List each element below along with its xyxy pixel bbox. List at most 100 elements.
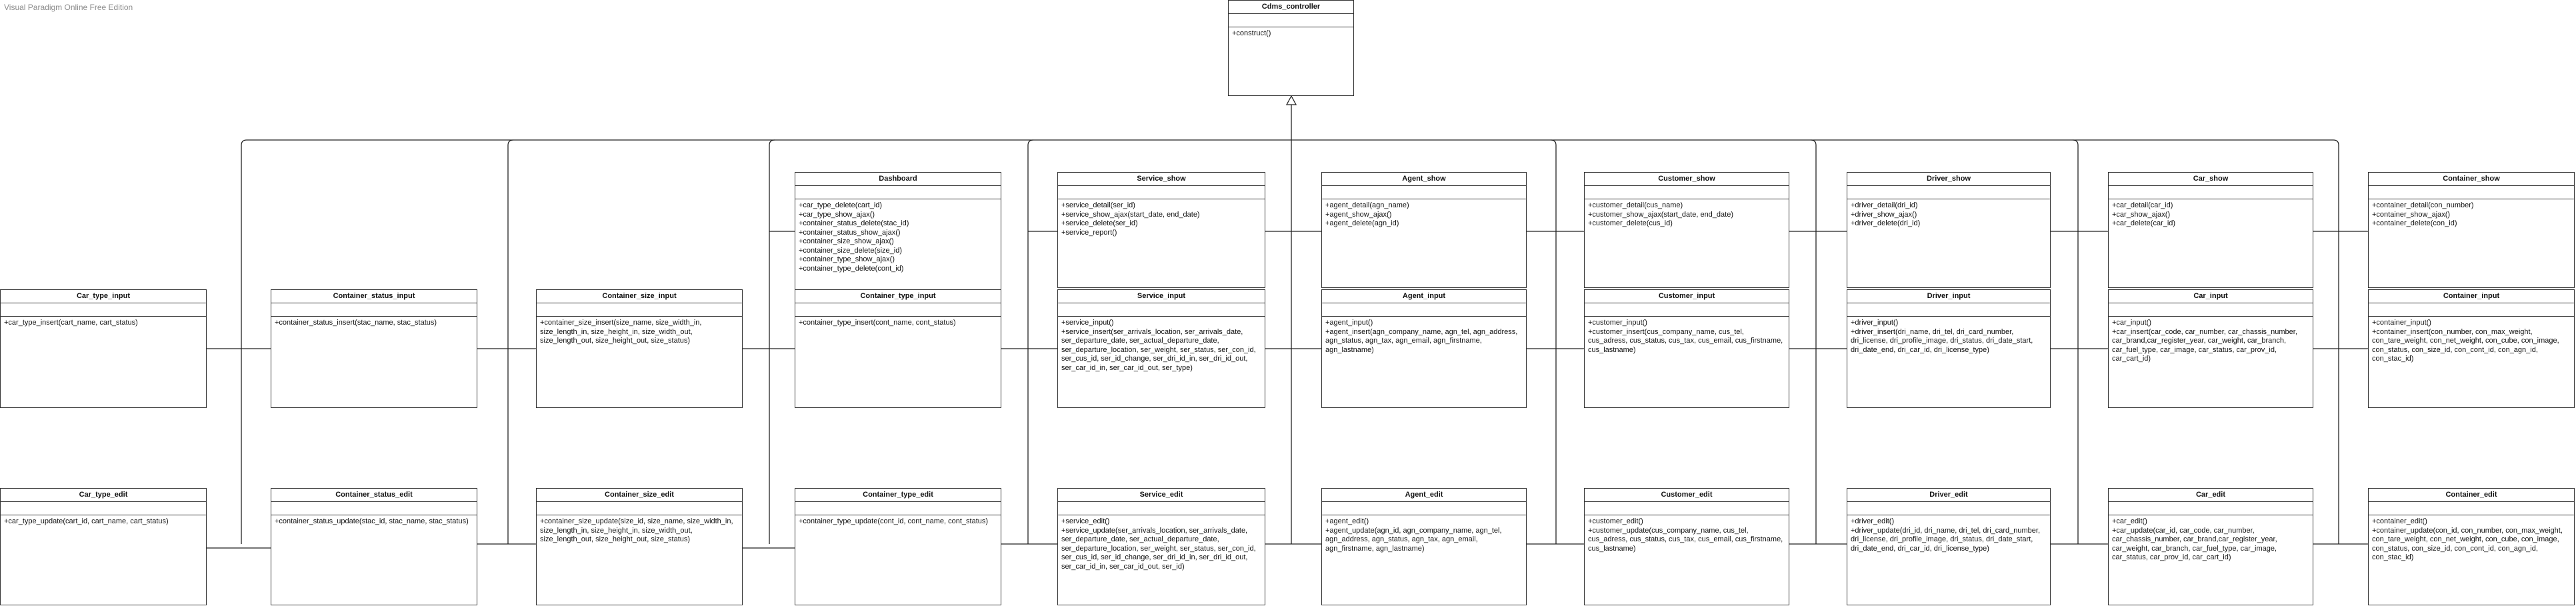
class-container-type-edit[interactable]: Container_type_edit +container_type_upda…: [795, 488, 1001, 605]
class-name: Car_type_edit: [1, 489, 206, 502]
class-operations: +car_type_insert(cart_name, cart_status): [4, 319, 138, 327]
class-attributes: [1322, 186, 1526, 199]
class-name: Container_type_input: [795, 290, 1001, 303]
class-attributes: [1322, 502, 1526, 515]
bus-9: [2333, 139, 2339, 544]
class-container-show[interactable]: Container_show +container_detail(con_num…: [2368, 172, 2575, 288]
class-attributes: [2109, 502, 2313, 515]
class-operations: +car_type_delete(cart_id) +car_type_show…: [799, 201, 909, 273]
class-container-type-input[interactable]: Container_type_input +container_type_ins…: [795, 289, 1001, 408]
class-car-edit[interactable]: Car_edit +car_edit() +car_update(car_id,…: [2108, 488, 2313, 605]
class-container-status-edit[interactable]: Container_status_edit +container_status_…: [271, 488, 477, 605]
class-operations: +service_edit() +service_update(ser_arri…: [1061, 517, 1256, 571]
class-name: Car_show: [2109, 173, 2313, 186]
class-name: Customer_edit: [1585, 489, 1789, 502]
class-operations: +agent_input() +agent_insert(agn_company…: [1325, 319, 1518, 354]
class-name: Container_type_edit: [795, 489, 1001, 502]
class-container-status-input[interactable]: Container_status_input +container_status…: [271, 289, 477, 408]
class-attributes: [1229, 14, 1353, 27]
class-operations: +container_size_update(size_id, size_nam…: [540, 517, 735, 543]
class-name: Service_edit: [1058, 489, 1265, 502]
class-name: Container_size_edit: [537, 489, 742, 502]
class-operations: +customer_edit() +customer_update(cus_co…: [1588, 517, 1783, 553]
class-operations: +container_input() +container_insert(con…: [2372, 319, 2559, 363]
generalization-arrowhead: [1285, 95, 1297, 105]
class-customer-input[interactable]: Customer_input +customer_input() +custom…: [1584, 289, 1789, 408]
class-attributes: [1058, 303, 1265, 317]
class-operations: +agent_edit() +agent_update(agn_id, agn_…: [1325, 517, 1502, 553]
class-container-edit[interactable]: Container_edit +container_edit() +contai…: [2368, 488, 2575, 605]
class-operations: +driver_input() +driver_insert(dri_name,…: [1851, 319, 2033, 354]
class-customer-show[interactable]: Customer_show +customer_detail(cus_name)…: [1584, 172, 1789, 288]
bus-8: [2072, 139, 2079, 544]
connector-lines: [207, 96, 2368, 549]
class-name: Driver_input: [1847, 290, 2050, 303]
class-attributes: [2369, 303, 2574, 317]
class-car-type-input[interactable]: Car_type_input +car_type_insert(cart_nam…: [0, 289, 207, 408]
class-attributes: [2369, 502, 2574, 515]
class-container-input[interactable]: Container_input +container_input() +cont…: [2368, 289, 2575, 408]
class-operations: +container_status_update(stac_id, stac_n…: [275, 517, 469, 525]
class-car-input[interactable]: Car_input +car_input() +car_insert(car_c…: [2108, 289, 2313, 408]
class-attributes: [2109, 186, 2313, 199]
class-agent-edit[interactable]: Agent_edit +agent_edit() +agent_update(a…: [1321, 488, 1527, 605]
class-name: Car_input: [2109, 290, 2313, 303]
class-customer-edit[interactable]: Customer_edit +customer_edit() +customer…: [1584, 488, 1789, 605]
bus-1: [241, 139, 247, 544]
class-operations: +car_edit() +car_update(car_id, car_code…: [2112, 517, 2277, 561]
class-driver-show[interactable]: Driver_show +driver_detail(dri_id) +driv…: [1847, 172, 2051, 288]
class-service-input[interactable]: Service_input +service_input() +service_…: [1057, 289, 1265, 408]
class-service-edit[interactable]: Service_edit +service_edit() +service_up…: [1057, 488, 1265, 605]
class-attributes: [1, 303, 206, 317]
class-attributes: [2109, 303, 2313, 317]
class-operations: +construct(): [1232, 29, 1271, 37]
class-operations: +container_type_update(cont_id, cont_nam…: [799, 517, 989, 525]
class-car-show[interactable]: Car_show +car_detail(car_id) +car_show_a…: [2108, 172, 2313, 288]
class-service-show[interactable]: Service_show +service_detail(ser_id) +se…: [1057, 172, 1265, 288]
class-operations: +service_input() +service_insert(ser_arr…: [1061, 319, 1256, 372]
class-name: Car_type_input: [1, 290, 206, 303]
bus-3: [769, 139, 775, 544]
class-name: Cdms_controller: [1229, 1, 1353, 14]
class-name: Container_show: [2369, 173, 2574, 186]
class-operations: +container_type_insert(cont_name, cont_s…: [799, 319, 956, 327]
class-attributes: [1847, 303, 2050, 317]
class-attributes: [537, 502, 742, 515]
class-attributes: [537, 303, 742, 317]
bus-7: [1810, 139, 1817, 544]
class-name: Service_show: [1058, 173, 1265, 186]
branch-row3: [207, 543, 2368, 549]
class-operations: +driver_detail(dri_id) +driver_show_ajax…: [1851, 201, 1921, 227]
class-name: Service_input: [1058, 290, 1265, 303]
class-agent-input[interactable]: Agent_input +agent_input() +agent_insert…: [1321, 289, 1527, 408]
class-operations: +agent_detail(agn_name) +agent_show_ajax…: [1325, 201, 1409, 227]
bus-2: [507, 139, 514, 544]
class-attributes: [795, 303, 1001, 317]
class-name: Car_edit: [2109, 489, 2313, 502]
class-name: Container_status_edit: [271, 489, 477, 502]
class-container-size-edit[interactable]: Container_size_edit +container_size_upda…: [536, 488, 743, 605]
class-operations: +customer_input() +customer_insert(cus_c…: [1588, 319, 1783, 354]
class-attributes: [1847, 502, 2050, 515]
class-name: Agent_edit: [1322, 489, 1526, 502]
class-car-type-edit[interactable]: Car_type_edit +car_type_update(cart_id, …: [0, 488, 207, 605]
class-cdms-controller[interactable]: Cdms_controller +construct(): [1228, 0, 1354, 96]
class-operations: +container_edit() +container_update(con_…: [2372, 517, 2563, 561]
class-driver-edit[interactable]: Driver_edit +driver_edit() +driver_updat…: [1847, 488, 2051, 605]
watermark-top: Visual Paradigm Online Free Edition: [4, 3, 133, 12]
class-name: Customer_input: [1585, 290, 1789, 303]
class-operations: +container_detail(con_number) +container…: [2372, 201, 2474, 227]
class-driver-input[interactable]: Driver_input +driver_input() +driver_ins…: [1847, 289, 2051, 408]
class-operations: +container_size_insert(size_name, size_w…: [540, 319, 704, 345]
class-attributes: [1058, 186, 1265, 199]
class-attributes: [795, 502, 1001, 515]
class-attributes: [1585, 502, 1789, 515]
class-operations: +driver_edit() +driver_update(dri_id, dr…: [1851, 517, 2041, 553]
class-name: Customer_show: [1585, 173, 1789, 186]
class-dashboard[interactable]: Dashboard +car_type_delete(cart_id) +car…: [795, 172, 1001, 292]
class-container-size-input[interactable]: Container_size_input +container_size_ins…: [536, 289, 743, 408]
class-agent-show[interactable]: Agent_show +agent_detail(agn_name) +agen…: [1321, 172, 1527, 288]
bus-6: [1550, 139, 1557, 544]
class-name: Driver_show: [1847, 173, 2050, 186]
